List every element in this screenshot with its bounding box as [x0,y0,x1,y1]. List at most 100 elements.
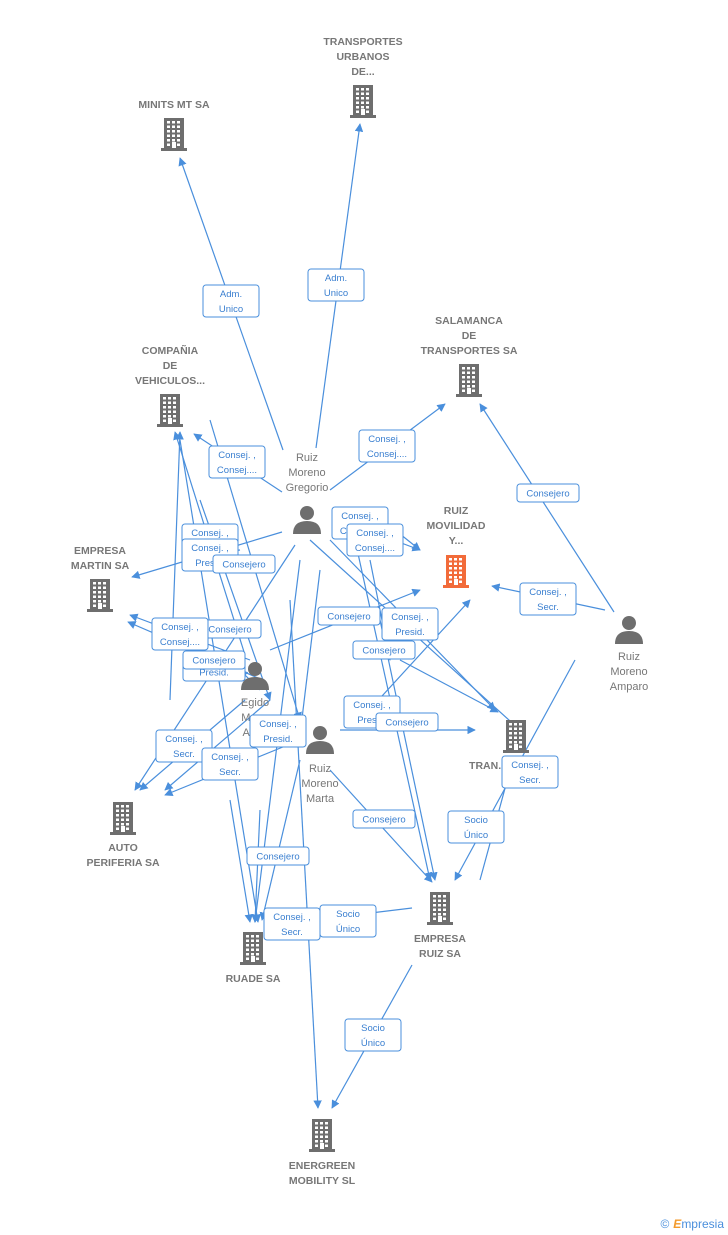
edge-label-box [249,714,307,748]
building-icon [157,394,183,427]
edge-line-extra [251,809,261,923]
edge-label-text: Consej. , [273,912,311,923]
edge-label-e17[interactable]: Consejero [182,650,246,670]
edge-label-box [344,1018,402,1052]
node-label: TRAN... [469,760,507,772]
edge-label-e11[interactable]: Consej. ,Secr. [519,582,577,616]
edge-label-e3[interactable]: Consej. ,Consej.... [208,445,266,479]
node-label: ENERGREEN [289,1160,356,1172]
node-label: Moreno [301,778,338,790]
node-label: MARTIN SA [71,560,130,572]
edge-label-e4[interactable]: Consej. ,Consej.... [358,429,416,463]
edge-label-e19[interactable]: Consejero [352,640,416,660]
node-label: VEHICULOS... [135,375,205,387]
edge-label-text: Consej. , [368,434,406,445]
building-icon [443,555,469,588]
edge-label-box [352,809,416,829]
edge-label-e2[interactable]: Adm.Unico [307,268,365,302]
edge-label-text: Consej. , [218,450,256,461]
node-label: TRANSPORTES [323,36,402,48]
edge-label-text: Consejero [222,560,265,571]
edge-label-e5[interactable]: Consejero [516,483,580,503]
person-icon [615,616,643,644]
edge-label-e1[interactable]: Adm.Unico [202,284,260,318]
node-label: Egido [241,697,269,709]
edge-label-box [501,755,559,789]
edge-label-text: Secr. [219,767,241,778]
node-salamanca[interactable]: SALAMANCA DE TRANSPORTES SA [421,315,518,397]
edge-label-text: Consej. , [353,700,391,711]
edge-label-e24[interactable]: Consejero [352,809,416,829]
node-label: RUADE SA [226,973,281,985]
edge-label-text: Consej. , [211,752,249,763]
edge-label-box [317,606,381,626]
edge-line [296,569,321,736]
edge-label-box [182,650,246,670]
edge-label-box [346,523,404,557]
node-label: EMPRESA [74,545,126,557]
node-label: Moreno [610,666,647,678]
node-compania[interactable]: COMPAÑIADEVEHICULOS... [135,344,205,427]
edge-label-e23[interactable]: Consej. , Secr. [201,747,259,781]
edge-label-e10[interactable]: Consejero [212,554,276,574]
edge-label-text: Consejero [362,646,405,657]
edge-label-text: Consejero [208,625,251,636]
node-transportes-urbanos[interactable]: TRANSPORTESURBANOSDE... [323,36,403,118]
edge-label-box [358,429,416,463]
edge-label-text: Consej. , [259,719,297,730]
node-label: RUIZ [444,505,469,517]
edge-label-text: Único [336,924,360,935]
edge-label-text: Secr. [173,749,195,760]
node-label: Ruiz [618,651,640,663]
node-label: Ruiz [296,452,318,464]
node-label: AUTO [108,842,138,854]
edge-label-text: Consej. , [191,528,229,539]
edge-label-e22[interactable]: Consejero [375,712,439,732]
building-icon [240,932,266,965]
node-empresa-martin[interactable]: EMPRESA MARTIN SA [71,545,130,612]
edge-label-text: Consejero [327,612,370,623]
edge-label-e7[interactable]: Consej. ,Consej.... [346,523,404,557]
brand-name: mpresia [681,1217,724,1231]
edge-line-extra [229,799,253,923]
edge-label-e14[interactable]: Consejero [317,606,381,626]
building-icon [161,118,187,151]
node-label: SALAMANCA [435,315,503,327]
node-minits[interactable]: MINITS MT SA [138,99,210,151]
person-icon [293,506,321,534]
node-label: TRANSPORTES SA [421,345,518,357]
node-ruade[interactable]: RUADE SA [226,932,281,985]
node-ruiz-movilidad[interactable]: RUIZMOVILIDADY... [427,505,486,588]
edge-label-e28[interactable]: Consej. ,Secr. [263,907,321,941]
brand-logo-letter: E [673,1217,682,1231]
edge-label-text: Unico [324,288,348,299]
edge-label-e13[interactable]: Consej. ,Consej.... [151,617,209,651]
edge-label-text: Consej. , [356,528,394,539]
edge-line [379,619,438,881]
edge-label-e25[interactable]: Consejero [246,846,310,866]
node-label: DE [462,330,477,342]
edge-label-text: Presid. [263,734,293,745]
edge-label-text: Consej. , [511,760,549,771]
edge-label-box [202,284,260,318]
edge-label-e27[interactable]: Consej. ,Secr. [501,755,559,789]
edge-label-box [151,617,209,651]
edge-label-e20[interactable]: Consej. , Presid. [249,714,307,748]
edge-label-e16[interactable]: Consej. ,Presid. [381,607,439,641]
node-tran[interactable]: TRAN... [469,720,529,772]
building-icon [87,579,113,612]
edge-label-text: Consej. , [341,511,379,522]
edge-label-e21[interactable]: Consej. ,Secr. [155,729,213,763]
edge-label-box [519,582,577,616]
